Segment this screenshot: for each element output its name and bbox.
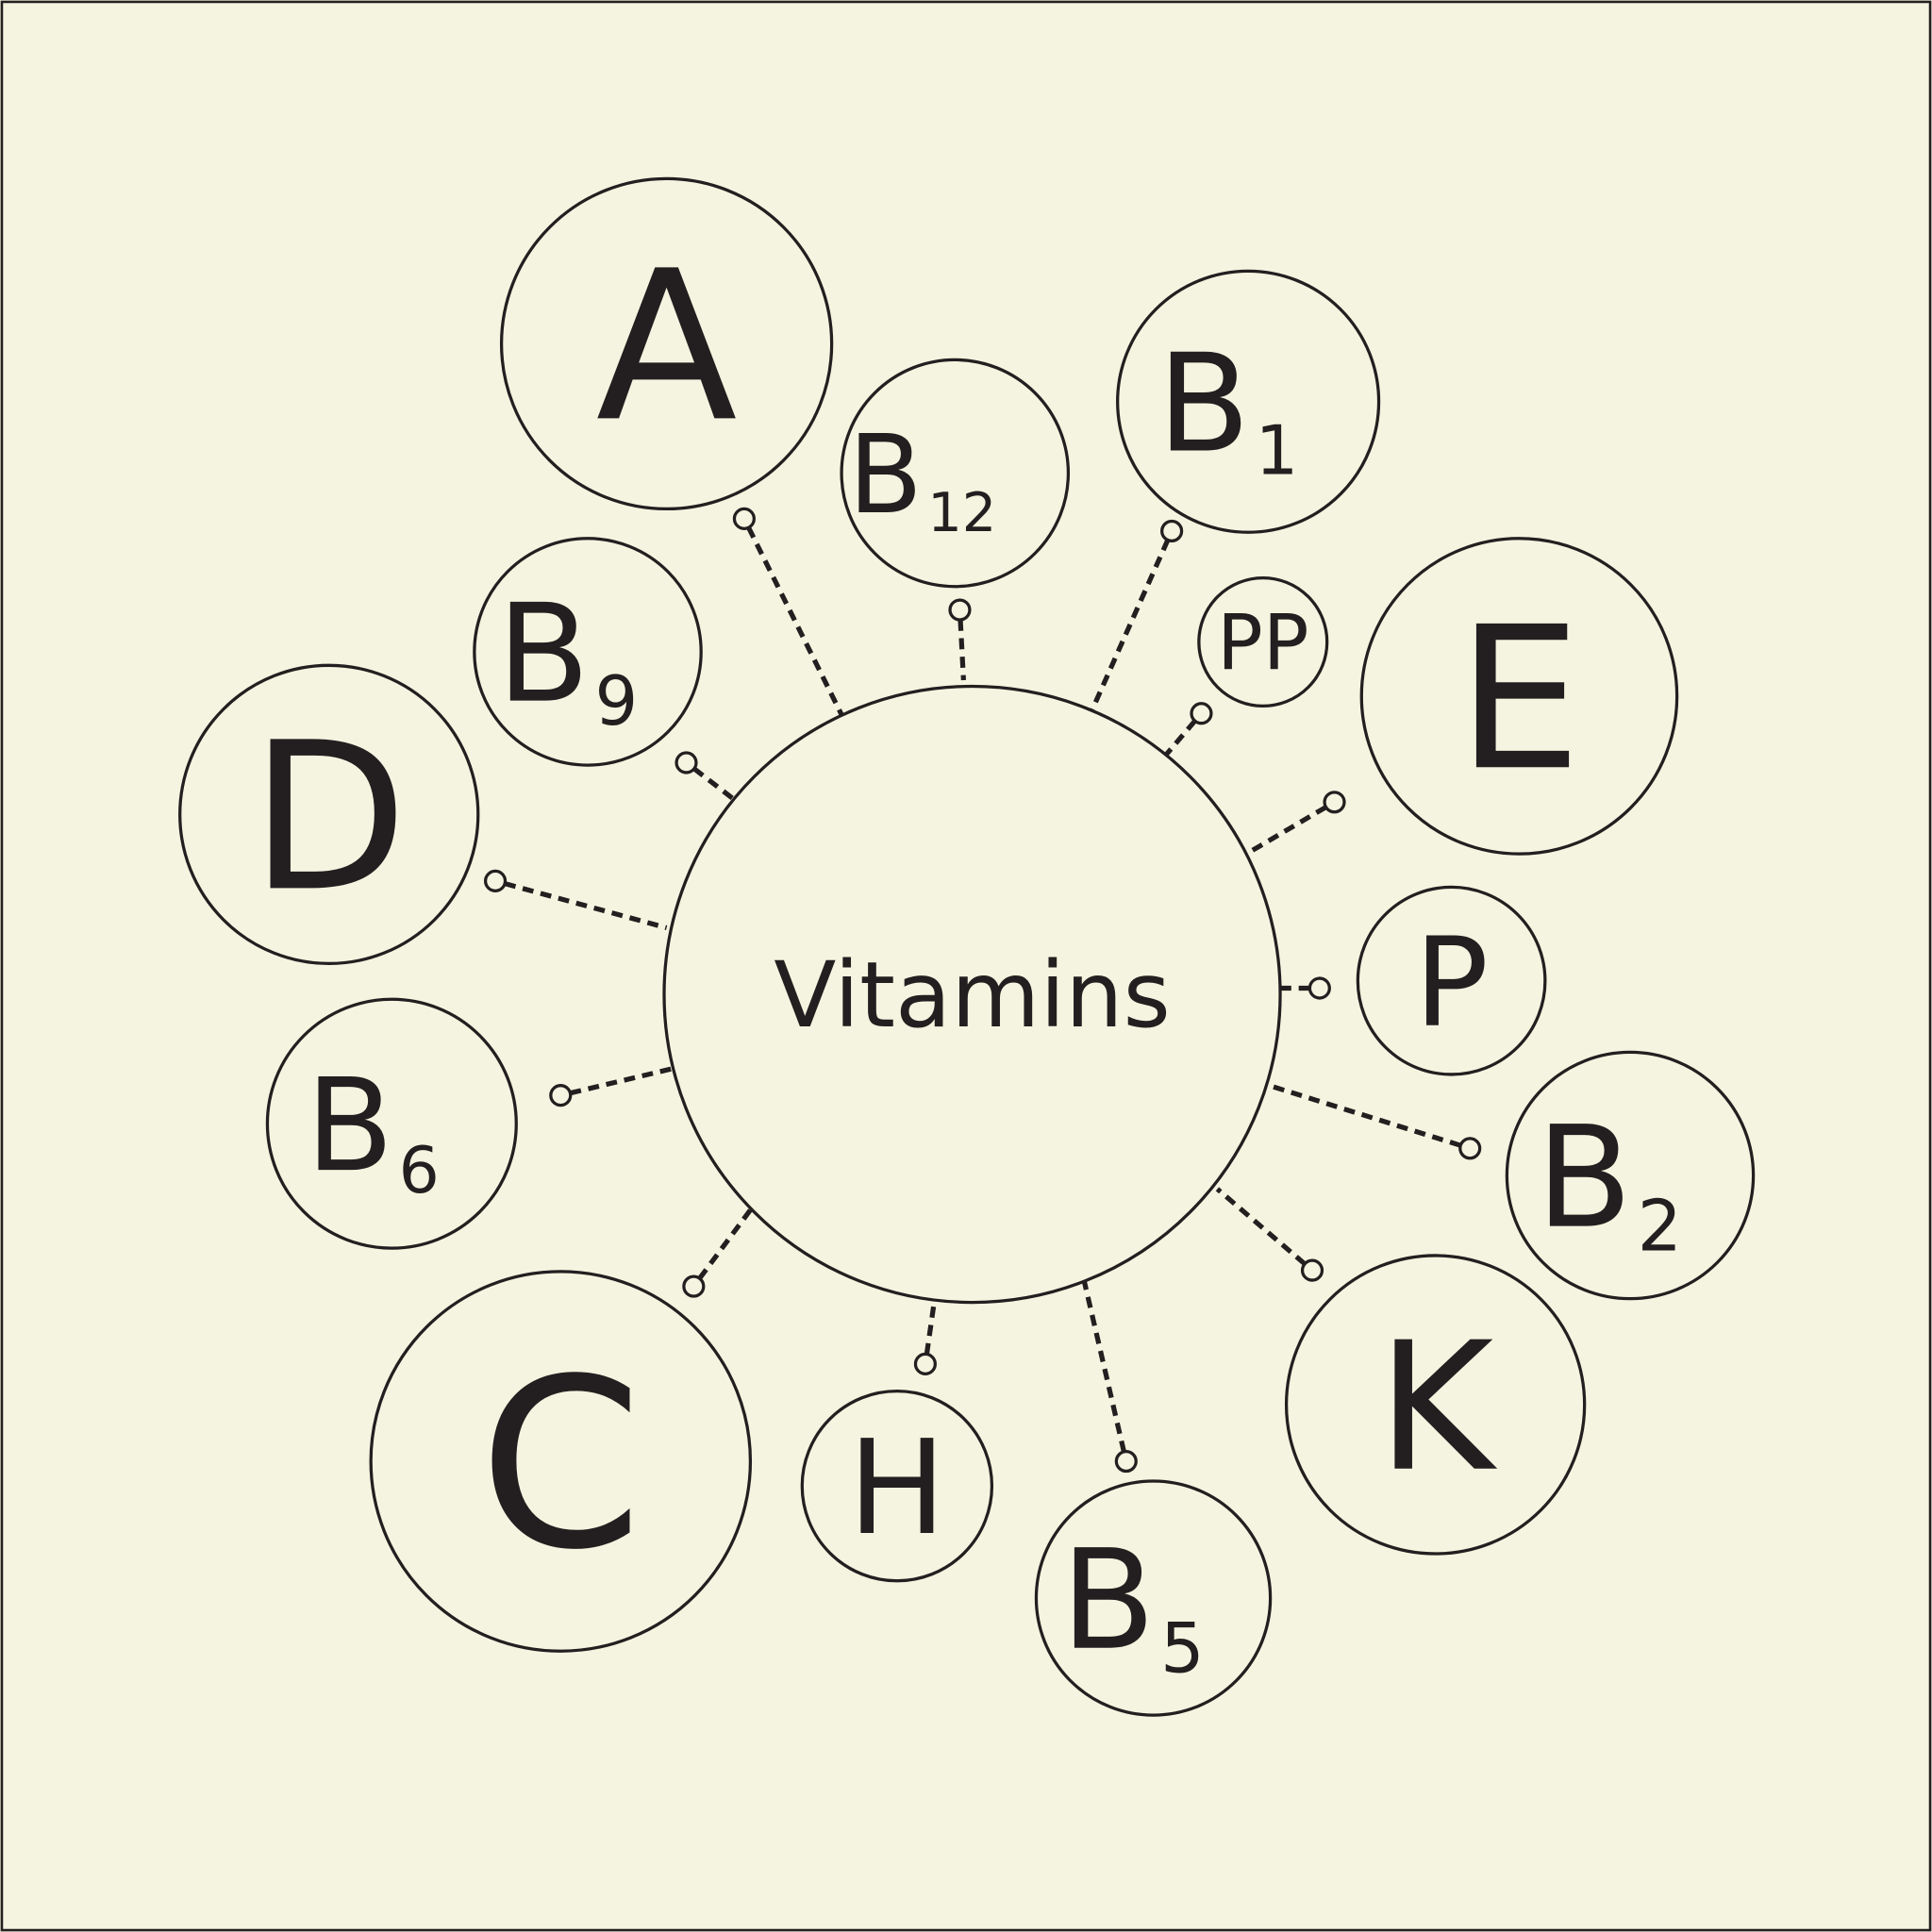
vitamin-node-b5: B5 <box>1034 1479 1273 1717</box>
node-circle <box>265 997 518 1250</box>
connector-knob-b6 <box>549 1084 573 1108</box>
vitamin-subscript: 5 <box>1160 1608 1205 1689</box>
node-circle <box>840 358 1071 589</box>
node-circle <box>1034 1479 1273 1717</box>
vitamin-letter: B <box>1158 325 1251 483</box>
vitamin-subscript: 1 <box>1256 411 1299 491</box>
node-circle <box>1116 269 1381 534</box>
connector-knob-e <box>1323 791 1346 814</box>
connector-knob-b9 <box>675 751 698 774</box>
vitamin-letter: B <box>306 1052 393 1201</box>
connector-knob-p <box>1307 976 1331 1000</box>
connector-knob-b12 <box>948 598 972 622</box>
node-label: B5 <box>1061 1521 1205 1690</box>
connector-line-h <box>924 1303 937 1355</box>
center-title: Vitamins <box>774 941 1171 1048</box>
connector-line-d <box>504 881 668 931</box>
vitamin-node-d: D <box>178 663 480 966</box>
node-label: P <box>1414 911 1489 1055</box>
connector-line-b2 <box>1268 1083 1462 1148</box>
node-label: B9 <box>497 575 638 741</box>
node-label: K <box>1377 1305 1498 1511</box>
node-circle <box>499 176 834 511</box>
center-circle <box>662 684 1282 1305</box>
vitamin-subscript: 9 <box>595 661 639 741</box>
connector-line-c <box>697 1208 753 1280</box>
connector-knob-pp <box>1190 702 1213 725</box>
node-label: B2 <box>1536 1097 1682 1268</box>
vitamin-letter: E <box>1457 585 1581 814</box>
vitamin-node-b9: B9 <box>473 537 703 767</box>
vitamin-letter: C <box>479 1328 642 1601</box>
node-label: B1 <box>1158 325 1298 491</box>
connector-line-pp <box>1163 719 1197 758</box>
connectors <box>483 507 1482 1474</box>
node-circle <box>800 1389 994 1583</box>
connector-line-e <box>1249 805 1327 854</box>
connector-knob-d <box>483 869 508 892</box>
vitamin-letter: PP <box>1217 600 1309 689</box>
node-circle <box>369 1270 753 1653</box>
vitamin-node-a: A <box>499 176 834 511</box>
vitamin-letter: K <box>1377 1305 1498 1511</box>
node-label: H <box>848 1411 946 1564</box>
vitamin-node-e: E <box>1359 537 1679 856</box>
connector-knob-b2 <box>1458 1137 1482 1160</box>
connector-line-b9 <box>692 766 737 802</box>
vitamin-node-c: C <box>369 1270 753 1653</box>
connector-line-b5 <box>1081 1280 1126 1453</box>
connector-line-k <box>1215 1187 1307 1266</box>
connector-knob-c <box>682 1274 706 1298</box>
vitamin-subscript: 6 <box>399 1134 440 1208</box>
node-circle <box>1356 885 1547 1076</box>
node-circle <box>1505 1050 1756 1301</box>
vitamin-subscript: 12 <box>927 481 996 544</box>
connector-knob-b1 <box>1160 519 1184 543</box>
node-label: A <box>596 225 738 467</box>
node-label: C <box>479 1328 642 1601</box>
node-label: PP <box>1217 600 1309 689</box>
connector-line-b1 <box>1089 539 1171 712</box>
vitamin-letter: B <box>497 575 591 733</box>
vitamin-letter: A <box>596 225 738 467</box>
node-label: D <box>250 699 408 937</box>
vitamin-node-pp: PP <box>1197 575 1329 708</box>
connector-knob-a <box>732 507 756 530</box>
connector-line-a <box>746 526 844 716</box>
node-circle <box>1359 537 1679 856</box>
vitamin-subscript: 2 <box>1638 1186 1682 1268</box>
vitamin-letter: B <box>1061 1521 1156 1681</box>
connector-knob-h <box>913 1352 937 1375</box>
vitamin-letter: P <box>1414 911 1489 1055</box>
vitamin-letter: B <box>848 412 923 539</box>
vitamin-node-p: P <box>1356 885 1547 1076</box>
connector-knob-b5 <box>1114 1449 1138 1474</box>
node-label: E <box>1457 585 1581 814</box>
vitamin-node-h: H <box>800 1389 994 1583</box>
node-circle <box>1284 1254 1587 1556</box>
node-circle <box>178 663 480 966</box>
node-circle <box>1197 575 1329 708</box>
vitamin-node-k: K <box>1284 1254 1587 1556</box>
vitamin-letter: B <box>1536 1097 1632 1260</box>
vitamin-letter: D <box>250 699 408 937</box>
vitamin-node-b1: B1 <box>1116 269 1381 534</box>
connector-line-b12 <box>958 619 966 681</box>
vitamin-letter: H <box>848 1411 946 1564</box>
node-circle <box>473 537 703 767</box>
vitamin-node-b2: B2 <box>1505 1050 1756 1301</box>
connector-knob-k <box>1300 1258 1324 1282</box>
